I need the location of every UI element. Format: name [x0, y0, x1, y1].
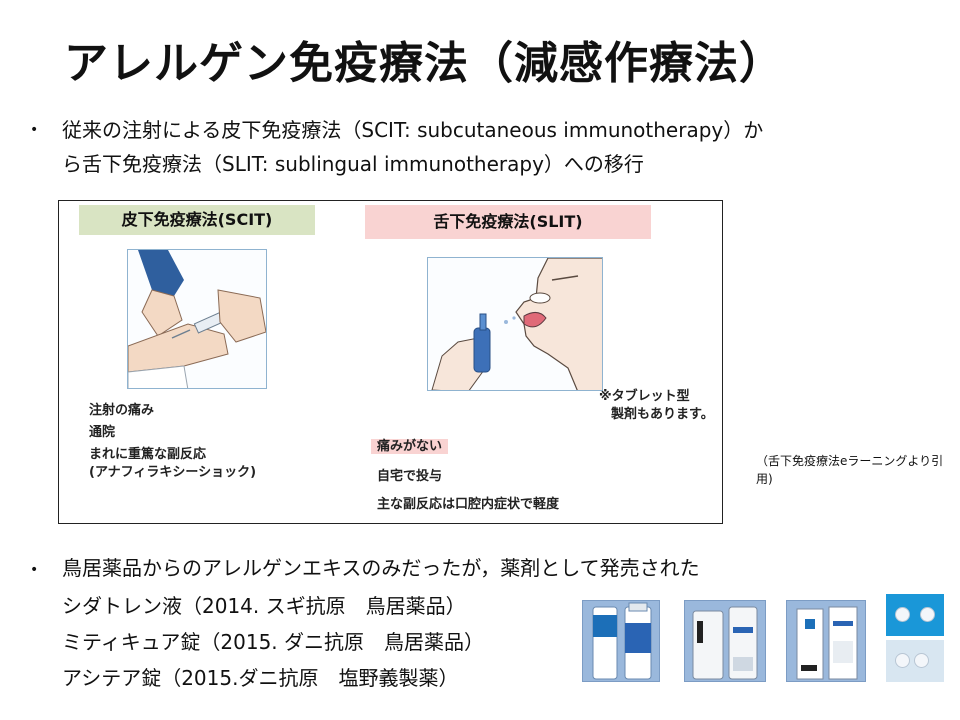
injection-icon [128, 250, 266, 388]
bullet-2-line-3: ミティキュア錠（2015. ダニ抗原 鳥居薬品） [62, 630, 485, 654]
bottle-icon [592, 602, 652, 680]
tablet-photo [886, 594, 944, 682]
tablet-icon [914, 653, 929, 668]
slit-highlight-wrap: 痛みがない [371, 437, 449, 457]
scit-note-visit: 通院 [89, 425, 116, 440]
bullet-marker: • [30, 122, 39, 138]
mitikyua-package-photo [786, 600, 866, 682]
slit-highlight: 痛みがない [371, 439, 449, 454]
bullet-2-line-1: 鳥居薬品からのアレルゲンエキスのみだったが，薬剤として発売された [62, 556, 700, 580]
bullet-marker: • [30, 562, 39, 578]
tablet-tile-blue [886, 594, 944, 636]
tablet-icon [895, 607, 910, 622]
slit-remark-line-2: 製剤もあります。 [611, 407, 714, 422]
box-icon [692, 606, 758, 680]
scit-note-pain: 注射の痛み [89, 403, 155, 418]
slit-remark-line-1: ※タブレット型 [599, 389, 690, 404]
slit-note-home: 自宅で投与 [377, 469, 443, 484]
bullet-2-line-4: アシテア錠（2015.ダニ抗原 塩野義製薬） [62, 666, 459, 690]
bullet-1-line-2: ら舌下免疫療法（SLIT: sublingual immunotherapy）へ… [62, 152, 644, 176]
slit-note-mild: 主な副反応は口腔内症状で軽度 [377, 497, 560, 512]
injection-illustration [127, 249, 267, 389]
sublingual-icon [431, 258, 602, 390]
slide-title: アレルゲン免疫療法（減感作療法） [64, 38, 784, 89]
scit-note-side-effect: まれに重篤な副反応 [89, 447, 207, 462]
sublingual-illustration [427, 257, 603, 391]
scit-note-anaphylaxis: (アナフィラキシーショック) [89, 465, 257, 480]
shidatoren-box-photo [684, 600, 766, 682]
scit-slit-figure: 皮下免疫療法(SCIT) 舌下免疫療法(SLIT) 注射の痛み 通院 まれに重篤… [58, 200, 723, 524]
slit-label: 舌下免疫療法(SLIT) [365, 205, 651, 239]
tablet-tile-light [886, 640, 944, 682]
scit-label: 皮下免疫療法(SCIT) [79, 205, 315, 235]
shidatoren-bottle-photo [582, 600, 660, 682]
package-icon [796, 606, 858, 680]
bullet-2-line-2: シダトレン液（2014. スギ抗原 鳥居薬品） [62, 594, 466, 618]
figure-source: （舌下免疫療法eラーニングより引用) [756, 454, 944, 486]
tablet-icon [895, 653, 910, 668]
tablet-icon [920, 607, 935, 622]
bullet-1-line-1: 従来の注射による皮下免疫療法（SCIT: subcutaneous immuno… [62, 118, 764, 142]
